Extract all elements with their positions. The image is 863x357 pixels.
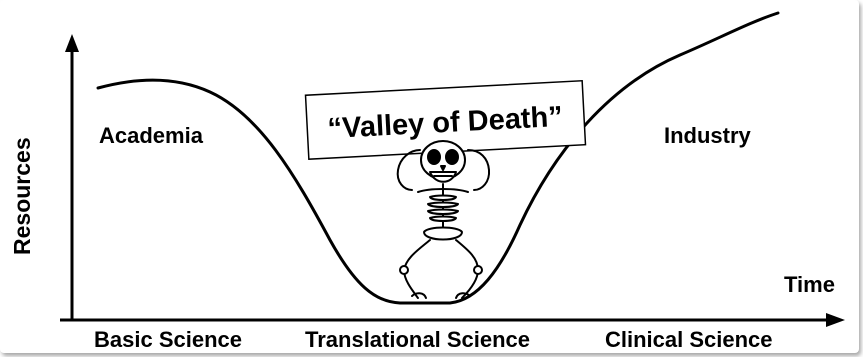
- stage-label-translational-science: Translational Science: [305, 327, 530, 352]
- stage-label-clinical-science: Clinical Science: [605, 327, 773, 352]
- skeleton-icon: [398, 141, 489, 298]
- region-label-industry: Industry: [664, 123, 752, 148]
- y-axis-arrowhead: [65, 34, 79, 52]
- x-axis-arrowhead: [826, 313, 845, 327]
- y-axis-label: Resources: [9, 137, 35, 255]
- region-label-academia: Academia: [99, 123, 204, 148]
- x-axis-end-label: Time: [784, 272, 835, 297]
- stage-label-basic-science: Basic Science: [94, 327, 242, 352]
